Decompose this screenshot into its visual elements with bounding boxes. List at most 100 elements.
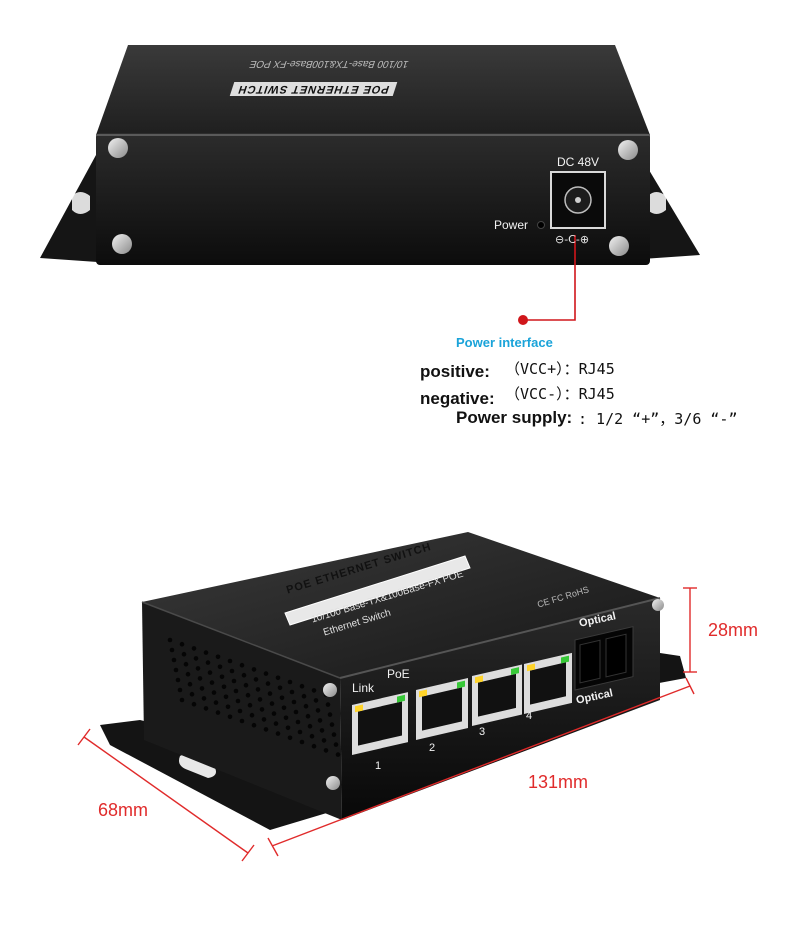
vent-hole	[173, 667, 179, 673]
height-dimension-label: 28mm	[708, 620, 759, 640]
right-flange-slot	[648, 192, 666, 214]
screw-icon	[323, 683, 337, 697]
vent-hole	[239, 718, 245, 724]
vent-hole	[217, 664, 223, 670]
vent-hole	[215, 654, 221, 660]
vent-hole	[191, 701, 197, 707]
vent-hole	[227, 714, 233, 720]
vent-hole	[293, 709, 299, 715]
power-led	[537, 221, 545, 229]
vent-hole	[235, 698, 241, 704]
vent-hole	[283, 715, 289, 721]
vent-hole	[323, 748, 329, 753]
vent-hole	[229, 668, 235, 674]
link-led	[527, 663, 535, 672]
vent-hole	[285, 725, 291, 731]
vent-hole	[239, 662, 245, 668]
vent-hole	[197, 676, 203, 681]
top-lid-label: POE ETHERNET SWITCH	[229, 82, 398, 96]
negative-value: （VCC-）：RJ45	[505, 385, 615, 403]
vent-hole	[211, 690, 217, 695]
vent-hole	[225, 704, 231, 710]
poe-led	[561, 655, 569, 664]
vent-hole	[275, 731, 281, 736]
flange-slot	[179, 753, 216, 778]
vent-hole	[291, 699, 297, 705]
vent-hole	[251, 722, 257, 728]
poe-led	[397, 694, 405, 703]
vent-hole	[221, 684, 227, 690]
callout-title: Power interface	[456, 335, 553, 350]
vent-hole	[321, 738, 327, 743]
vent-hole	[203, 650, 209, 655]
vent-hole	[263, 671, 269, 676]
vent-hole	[277, 685, 283, 691]
left-flange-slot	[72, 192, 90, 214]
vent-hole	[199, 686, 205, 691]
vent-hole	[319, 728, 325, 733]
vent-hole	[233, 688, 239, 694]
vent-hole	[257, 697, 263, 702]
vent-hole	[315, 708, 321, 713]
port-number-1: 1	[375, 760, 382, 772]
callout-line	[523, 235, 576, 321]
vent-hole	[189, 691, 195, 697]
screw-icon	[112, 234, 132, 254]
link-led	[355, 704, 363, 713]
vent-hole	[301, 693, 307, 699]
vent-hole	[167, 637, 173, 643]
side-vent-holes	[167, 637, 341, 757]
vent-hole	[261, 717, 267, 722]
port-number-3: 3	[479, 726, 486, 738]
vent-hole	[195, 666, 201, 671]
vent-hole	[297, 729, 303, 735]
dc-voltage-label: DC 48V	[557, 155, 600, 169]
width-dimension-label: 68mm	[98, 800, 149, 820]
screw-icon	[108, 138, 128, 158]
vent-hole	[247, 702, 253, 708]
link-legend: Link	[352, 681, 375, 695]
vent-hole	[251, 667, 257, 672]
vent-hole	[311, 743, 317, 749]
polarity-symbol: ⊖-C-⊕	[555, 233, 590, 246]
vent-hole	[227, 658, 233, 664]
poe-led	[457, 680, 465, 689]
link-led	[419, 689, 427, 698]
vent-hole	[305, 713, 311, 719]
vent-hole	[325, 702, 331, 707]
vent-hole	[169, 647, 175, 653]
vent-hole	[201, 696, 207, 701]
front-mount-flange	[100, 720, 340, 830]
screw-icon	[652, 599, 664, 611]
poe-legend: PoE	[387, 667, 410, 681]
vent-hole	[185, 671, 191, 677]
bottom-device-lid	[142, 532, 660, 678]
vent-hole	[191, 646, 197, 651]
vent-hole	[327, 712, 333, 717]
vent-hole	[171, 657, 177, 663]
vent-hole	[193, 656, 199, 661]
top-device-rear-panel	[96, 133, 650, 265]
vent-hole	[175, 677, 181, 683]
vent-hole	[183, 661, 189, 667]
port-number-2: 2	[429, 742, 436, 754]
vent-hole	[335, 752, 341, 757]
power-supply-value: : 1/2 “+”，3/6 “-”	[578, 410, 738, 428]
rj45-port-2	[416, 677, 468, 740]
poe-led	[511, 667, 519, 675]
vent-hole	[203, 706, 209, 711]
vent-hole	[215, 710, 221, 715]
vent-hole	[241, 672, 247, 678]
vent-hole	[249, 712, 255, 718]
vent-hole	[279, 695, 285, 701]
screw-icon	[326, 776, 340, 790]
vent-hole	[289, 689, 295, 695]
vent-hole	[263, 727, 269, 732]
vent-hole	[245, 692, 251, 698]
vent-hole	[287, 679, 293, 685]
vent-hole	[309, 733, 315, 739]
vent-hole	[265, 681, 271, 686]
vent-hole	[187, 681, 193, 687]
vent-hole	[303, 703, 309, 709]
rj45-port-3	[472, 664, 522, 726]
